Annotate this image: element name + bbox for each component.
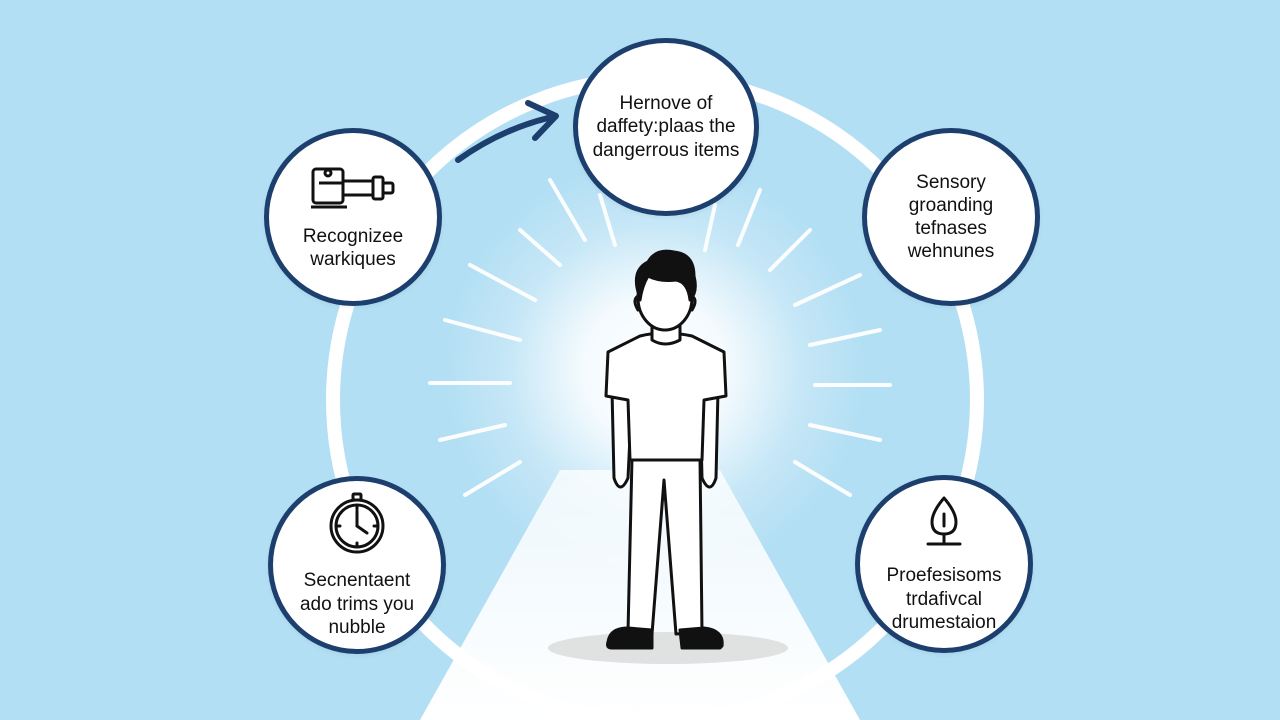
flow-arrow (455, 115, 551, 163)
step-label-top: Hernove of daffety:plaas the dangerrous … (592, 93, 740, 161)
step-label-right: Sensory groanding tefnases wehnunes (907, 171, 995, 263)
flow-arrow-head (525, 100, 559, 141)
drop-stand-icon (920, 494, 968, 556)
tool-icon (307, 163, 399, 217)
step-node-top: Hernove of daffety:plaas the dangerrous … (573, 38, 759, 216)
person-shadow (548, 632, 788, 664)
step-label-bottom-left: Secnentaent ado trims you nubble (299, 570, 415, 638)
step-label-left: Recognizee warkiques (302, 225, 404, 271)
step-node-bottom-left: Secnentaent ado trims you nubble (268, 476, 446, 654)
light-rays (428, 178, 892, 497)
person-figure (604, 249, 728, 650)
stopwatch-icon (325, 491, 389, 561)
step-node-left: Recognizee warkiques (264, 128, 442, 306)
step-label-bottom-right: Proefesisoms trdafivcal drumestaion (886, 565, 1002, 633)
step-node-right: Sensory groanding tefnases wehnunes (862, 128, 1040, 306)
step-node-bottom-right: Proefesisoms trdafivcal drumestaion (855, 475, 1033, 653)
